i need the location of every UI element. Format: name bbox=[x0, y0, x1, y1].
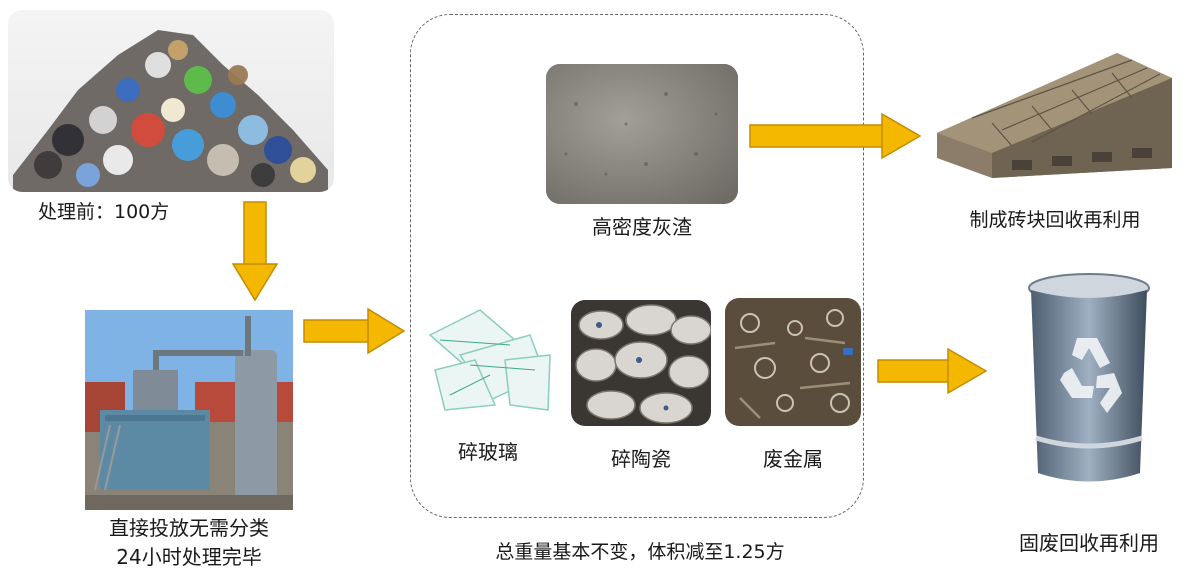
bin-label: 固废回收再利用 bbox=[1019, 531, 1159, 555]
equipment-label-line2: 24小时处理完毕 bbox=[116, 545, 262, 569]
flow-arrow-icon bbox=[749, 112, 922, 160]
incinerator-equipment-image bbox=[85, 310, 293, 510]
equipment-label-line1: 直接投放无需分类 bbox=[109, 516, 269, 540]
metal-label: 废金属 bbox=[763, 447, 823, 471]
residue-group-box bbox=[410, 14, 864, 518]
broken-ceramic-image bbox=[571, 300, 711, 426]
flow-arrow-icon bbox=[877, 347, 988, 395]
recycle-icon bbox=[1060, 338, 1122, 413]
summary-label: 总重量基本不变，体积减至1.25方 bbox=[495, 541, 785, 563]
broken-glass-image bbox=[420, 300, 556, 418]
scrap-metal-image bbox=[725, 298, 861, 426]
recycle-bin-image bbox=[1022, 268, 1156, 500]
ash-residue-image bbox=[546, 64, 738, 204]
garbage-pile-image bbox=[8, 10, 334, 192]
bricks-image bbox=[932, 48, 1178, 180]
flow-arrow-icon bbox=[231, 201, 279, 302]
glass-label: 碎玻璃 bbox=[458, 440, 518, 464]
before-label: 处理前：100方 bbox=[38, 201, 170, 223]
ceramic-label: 碎陶瓷 bbox=[611, 447, 671, 471]
flow-arrow-icon bbox=[303, 307, 406, 355]
ash-label: 高密度灰渣 bbox=[592, 215, 692, 239]
bricks-label: 制成砖块回收再利用 bbox=[969, 209, 1141, 231]
